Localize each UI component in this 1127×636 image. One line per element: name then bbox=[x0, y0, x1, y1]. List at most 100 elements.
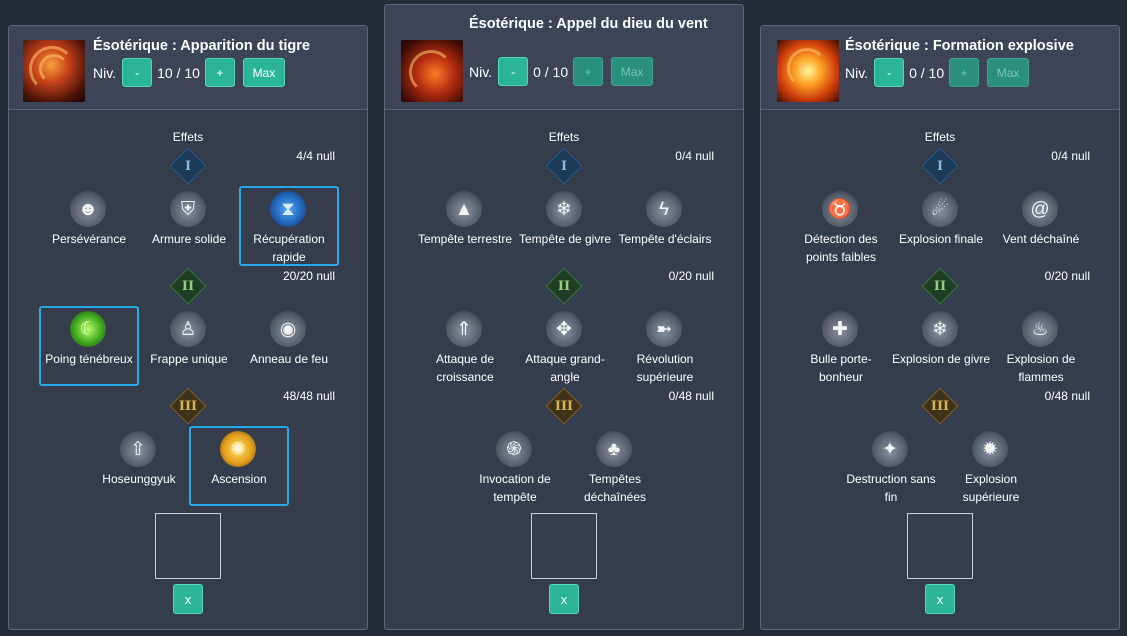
lightning-icon: ϟ bbox=[646, 191, 682, 227]
panel-header: Ésotérique : Apparition du tigre Niv. - … bbox=[9, 26, 367, 110]
compass-icon: ✥ bbox=[546, 311, 582, 347]
skill-thumbnail bbox=[777, 40, 839, 102]
tier-2-count: 0/20 null bbox=[1044, 269, 1090, 283]
level-plus-button[interactable]: + bbox=[204, 58, 235, 87]
skill-thumbnail bbox=[401, 40, 463, 102]
skill-hoseunggyuk[interactable]: ⇧ Hoseunggyuk bbox=[89, 426, 189, 506]
streak-icon: ☄ bbox=[922, 191, 958, 227]
skill-tempete-eclairs[interactable]: ϟ Tempête d'éclairs bbox=[615, 186, 715, 266]
snowflake-icon: ❄ bbox=[922, 311, 958, 347]
skill-title: Ésotérique : Appel du dieu du vent bbox=[469, 16, 708, 32]
tier-2-badge: II bbox=[921, 267, 959, 305]
effects-label: Effets bbox=[172, 130, 204, 144]
tier-1-badge: I bbox=[545, 147, 583, 185]
skill-ascension[interactable]: ✺ Ascension bbox=[189, 426, 289, 506]
skill-title: Ésotérique : Apparition du tigre bbox=[93, 38, 310, 54]
effects-label: Effets bbox=[924, 130, 956, 144]
level-label: Niv. bbox=[469, 63, 493, 80]
skill-explosion-finale[interactable]: ☄ Explosion finale bbox=[891, 186, 991, 266]
skill-frappe-unique[interactable]: ♙ Frappe unique bbox=[139, 306, 239, 386]
runner-icon: ➼ bbox=[646, 311, 682, 347]
level-value: 10 / 10 bbox=[157, 64, 200, 81]
skill-anneau-de-feu[interactable]: ◉ Anneau de feu bbox=[239, 306, 339, 386]
tier-1-badge: I bbox=[169, 147, 207, 185]
level-row: Niv. - 0 / 10 + Max bbox=[469, 57, 654, 86]
flame-icon: ♨ bbox=[1022, 311, 1058, 347]
skill-attaque-grand-angle[interactable]: ✥ Attaque grand-angle bbox=[515, 306, 615, 386]
level-value: 0 / 10 bbox=[909, 64, 945, 81]
level-plus-button[interactable]: + bbox=[949, 58, 980, 87]
tier-3-badge: III bbox=[169, 387, 207, 425]
mountain-icon: ▲ bbox=[446, 191, 482, 227]
vortex-icon: ֍ bbox=[496, 431, 532, 467]
effects-label: Effets bbox=[548, 130, 580, 144]
skill-attaque-de-croissance[interactable]: ⇑ Attaque de croissance bbox=[415, 306, 515, 386]
tier-1-count: 0/4 null bbox=[675, 149, 714, 163]
level-max-button[interactable]: Max bbox=[611, 57, 654, 86]
skill-invocation-de-tempete[interactable]: ֍ Invocation de tempête bbox=[465, 426, 565, 506]
skill-explosion-superieure[interactable]: ✹ Explosion supérieure bbox=[941, 426, 1041, 506]
tier-2-badge: II bbox=[545, 267, 583, 305]
meteors-icon: ✦ bbox=[872, 431, 908, 467]
skill-poing-tenebreux[interactable]: ☾ Poing ténébreux bbox=[39, 306, 139, 386]
close-button[interactable]: x bbox=[925, 584, 955, 614]
snowflake-icon: ❄ bbox=[546, 191, 582, 227]
empty-slot[interactable] bbox=[155, 513, 221, 579]
skill-thumbnail bbox=[23, 40, 85, 102]
tier-3-count: 48/48 null bbox=[282, 389, 335, 403]
tier-2-count: 20/20 null bbox=[282, 269, 335, 283]
level-row: Niv. - 0 / 10 + Max bbox=[845, 58, 1030, 87]
close-button[interactable]: x bbox=[173, 584, 203, 614]
person-burst-icon: ☻ bbox=[70, 191, 106, 227]
skill-detection-points-faibles[interactable]: ♉ Détection des points faibles bbox=[791, 186, 891, 266]
level-plus-button[interactable]: + bbox=[573, 57, 604, 86]
skill-armure-solide[interactable]: ⛨ Armure solide bbox=[139, 186, 239, 266]
skill-revolution-superieure[interactable]: ➼ Révolution supérieure bbox=[615, 306, 715, 386]
tree-storm-icon: ♣ bbox=[596, 431, 632, 467]
level-minus-button[interactable]: - bbox=[874, 58, 905, 87]
tier-2-count: 0/20 null bbox=[668, 269, 714, 283]
tier-3-badge: III bbox=[921, 387, 959, 425]
figure-icon: ♙ bbox=[170, 311, 206, 347]
arrow-up-spikes-icon: ⇑ bbox=[446, 311, 482, 347]
skill-tempete-terrestre[interactable]: ▲ Tempête terrestre bbox=[415, 186, 515, 266]
empty-slot[interactable] bbox=[907, 513, 973, 579]
tier-1-count: 4/4 null bbox=[296, 149, 335, 163]
level-max-button[interactable]: Max bbox=[242, 58, 285, 87]
panel-header: Ésotérique : Appel du dieu du vent Niv. … bbox=[385, 5, 743, 110]
spiral-icon: @ bbox=[1022, 191, 1058, 227]
skill-panel-tiger: Ésotérique : Apparition du tigre Niv. - … bbox=[8, 25, 368, 630]
tier-1-count: 0/4 null bbox=[1051, 149, 1090, 163]
level-row: Niv. - 10 / 10 + Max bbox=[93, 58, 285, 87]
skill-bulle-porte-bonheur[interactable]: ✚ Bulle porte-bonheur bbox=[791, 306, 891, 386]
skill-panel-explosive: Ésotérique : Formation explosive Niv. - … bbox=[760, 25, 1120, 630]
skill-explosion-de-flammes[interactable]: ♨ Explosion de flammes bbox=[991, 306, 1091, 386]
level-value: 0 / 10 bbox=[533, 63, 569, 80]
empty-slot[interactable] bbox=[531, 513, 597, 579]
level-max-button[interactable]: Max bbox=[987, 58, 1030, 87]
tier-2-badge: II bbox=[169, 267, 207, 305]
skill-perseverance[interactable]: ☻ Persévérance bbox=[39, 186, 139, 266]
skill-panel-wind-god: Ésotérique : Appel du dieu du vent Niv. … bbox=[384, 4, 744, 630]
tier-1-badge: I bbox=[921, 147, 959, 185]
level-label: Niv. bbox=[93, 64, 117, 81]
level-minus-button[interactable]: - bbox=[122, 58, 153, 87]
skill-recuperation-rapide[interactable]: ⧗ Récupération rapide bbox=[239, 186, 339, 266]
skill-tempetes-dechainees[interactable]: ♣ Tempêtes déchaînées bbox=[565, 426, 665, 506]
hourglass-arrow-icon: ⧗ bbox=[270, 191, 306, 227]
bubble-plus-icon: ✚ bbox=[822, 311, 858, 347]
skill-vent-dechaine[interactable]: @ Vent déchaîné bbox=[991, 186, 1091, 266]
close-button[interactable]: x bbox=[549, 584, 579, 614]
ring-icon: ◉ bbox=[270, 311, 306, 347]
level-label: Niv. bbox=[845, 64, 869, 81]
skill-title: Ésotérique : Formation explosive bbox=[845, 38, 1074, 54]
skill-explosion-de-givre[interactable]: ❄ Explosion de givre bbox=[891, 306, 991, 386]
skill-tempete-de-givre[interactable]: ❄ Tempête de givre bbox=[515, 186, 615, 266]
tier-3-badge: III bbox=[545, 387, 583, 425]
sunburst-icon: ✹ bbox=[972, 431, 1008, 467]
crescent-moon-icon: ☾ bbox=[70, 311, 106, 347]
skill-destruction-sans-fin[interactable]: ✦ Destruction sans fin bbox=[841, 426, 941, 506]
level-minus-button[interactable]: - bbox=[498, 57, 529, 86]
panel-header: Ésotérique : Formation explosive Niv. - … bbox=[761, 26, 1119, 110]
shield-plus-icon: ⛨ bbox=[170, 191, 206, 227]
